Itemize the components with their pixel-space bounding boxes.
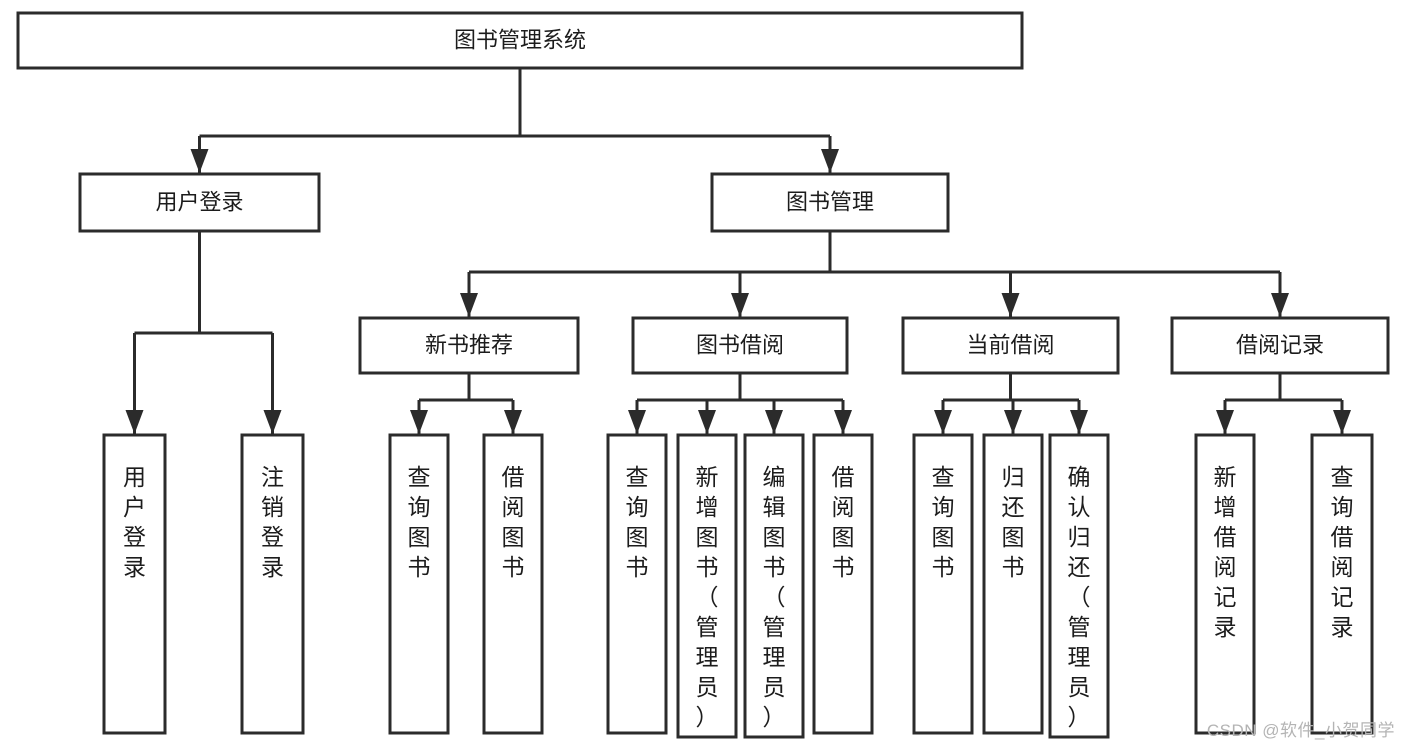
- node-label: 查询图书: [932, 464, 955, 580]
- node-leaf-return-book[interactable]: 归还图书: [982, 433, 1044, 735]
- edge-arrowhead: [731, 293, 749, 317]
- node-leaf-add-book[interactable]: 新增图书（管理员）: [676, 433, 738, 739]
- csdn-watermark: CSDN @软件_小贺同学: [1206, 721, 1395, 740]
- edge-arrowhead: [410, 410, 428, 434]
- node-label: 借阅记录: [1236, 332, 1324, 357]
- node-label: 查询借阅记录: [1331, 464, 1354, 640]
- node-box: [1048, 433, 1110, 739]
- node-leaf-borrow-book-2[interactable]: 借阅图书: [812, 433, 874, 735]
- node-label: 用户登录: [123, 464, 146, 580]
- node-label: 确认归还（管理员）: [1068, 464, 1091, 730]
- node-label: 归还图书: [1002, 464, 1025, 580]
- node-user-login[interactable]: 用户登录: [78, 172, 321, 233]
- node-box: [240, 433, 305, 735]
- node-box: [1194, 433, 1256, 735]
- node-box: [982, 433, 1044, 735]
- node-label: 用户登录: [155, 189, 243, 214]
- edge-arrowhead: [190, 149, 209, 173]
- node-label: 图书借阅: [696, 332, 784, 357]
- node-leaf-borrow-book-1[interactable]: 借阅图书: [482, 433, 544, 735]
- edge-arrowhead: [834, 410, 852, 434]
- node-box: [102, 433, 167, 735]
- edge-arrowhead: [628, 410, 646, 434]
- node-root[interactable]: 图书管理系统: [16, 11, 1024, 70]
- edge-arrowhead: [1271, 293, 1289, 317]
- node-box: [482, 433, 544, 735]
- node-leaf-user-logout[interactable]: 注销登录: [240, 433, 305, 735]
- node-box: [388, 433, 450, 735]
- node-box: [358, 316, 580, 375]
- edge-arrowhead: [1333, 410, 1351, 434]
- edge-arrowhead: [698, 410, 716, 434]
- node-box: [710, 172, 950, 233]
- node-box: [1310, 433, 1374, 735]
- node-box: [743, 433, 805, 739]
- node-box: [812, 433, 874, 735]
- node-box: [676, 433, 738, 739]
- node-label: 新书推荐: [425, 332, 513, 357]
- edge-arrowhead: [765, 410, 783, 434]
- node-borrow-record[interactable]: 借阅记录: [1170, 316, 1390, 375]
- node-current-borrow[interactable]: 当前借阅: [901, 316, 1120, 375]
- node-box: [78, 172, 321, 233]
- node-label: 查询图书: [626, 464, 649, 580]
- node-box: [606, 433, 668, 735]
- edge-arrowhead: [263, 410, 282, 434]
- edge-arrowhead: [821, 149, 839, 173]
- node-box: [901, 316, 1120, 375]
- node-label: 图书管理系统: [454, 27, 586, 52]
- edge-arrowhead: [460, 293, 478, 317]
- node-label: 查询图书: [408, 464, 431, 580]
- edge-arrowhead: [1216, 410, 1234, 434]
- node-book-manage[interactable]: 图书管理: [710, 172, 950, 233]
- node-book-borrow[interactable]: 图书借阅: [631, 316, 849, 375]
- edge-arrowhead: [125, 410, 144, 434]
- node-label: 借阅图书: [502, 464, 525, 580]
- node-leaf-user-login[interactable]: 用户登录: [102, 433, 167, 735]
- node-label: 当前借阅: [966, 332, 1054, 357]
- node-label: 新增图书（管理员）: [696, 464, 719, 730]
- edge-arrowhead: [1001, 293, 1020, 317]
- node-new-book-rec[interactable]: 新书推荐: [358, 316, 580, 375]
- node-leaf-edit-book[interactable]: 编辑图书（管理员）: [743, 433, 805, 739]
- edge-arrowhead: [934, 410, 952, 434]
- node-leaf-add-record[interactable]: 新增借阅记录: [1194, 433, 1256, 735]
- edge-arrowhead: [1004, 410, 1022, 434]
- edge-arrowhead: [1070, 410, 1088, 434]
- node-label: 借阅图书: [832, 464, 855, 580]
- node-box: [631, 316, 849, 375]
- node-box: [16, 11, 1024, 70]
- node-box: [1170, 316, 1390, 375]
- node-label: 新增借阅记录: [1214, 464, 1237, 640]
- node-leaf-query-record[interactable]: 查询借阅记录: [1310, 433, 1374, 735]
- node-box: [912, 433, 974, 735]
- node-label: 注销登录: [261, 464, 284, 580]
- edge-arrowhead: [504, 410, 522, 434]
- node-label: 编辑图书（管理员）: [763, 464, 786, 730]
- node-leaf-query-book-2[interactable]: 查询图书: [606, 433, 668, 735]
- node-leaf-confirm-return[interactable]: 确认归还（管理员）: [1048, 433, 1110, 739]
- node-leaf-query-book-1[interactable]: 查询图书: [388, 433, 450, 735]
- node-label: 图书管理: [786, 189, 874, 214]
- node-leaf-query-book-3[interactable]: 查询图书: [912, 433, 974, 735]
